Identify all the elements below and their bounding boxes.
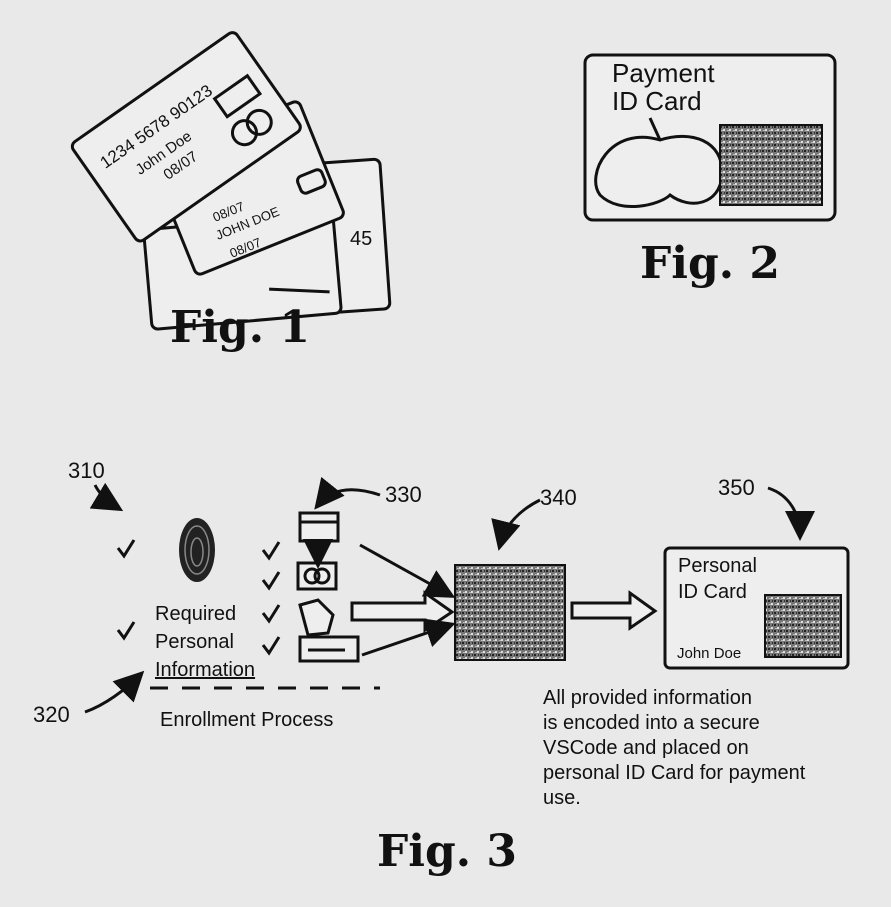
required-line1: Required xyxy=(155,603,236,625)
document-icons xyxy=(296,511,360,663)
checkmarks xyxy=(116,539,281,656)
fig2-payment-id-card: Payment ID Card xyxy=(583,53,837,222)
description-line: All provided information xyxy=(543,687,752,709)
output-arrow xyxy=(570,590,658,631)
vscode-pattern xyxy=(719,124,823,206)
id-card-title1: Personal xyxy=(678,555,757,577)
payment-card-line2: ID Card xyxy=(612,86,702,116)
card2-tag-icon xyxy=(296,168,327,195)
vscode-340 xyxy=(454,564,566,661)
description-line: use. xyxy=(543,787,581,809)
card3-number: 45 xyxy=(350,228,372,250)
description-line: personal ID Card for payment xyxy=(543,762,806,784)
fig3-caption: Fig. 3 xyxy=(377,826,517,877)
apple-icon xyxy=(594,134,724,209)
enrollment-label: Enrollment Process xyxy=(160,709,333,731)
input-arrows xyxy=(350,543,456,657)
ref-350: 350 xyxy=(718,475,755,500)
payment-card-line1: Payment xyxy=(612,58,715,88)
fig1-credit-cards: 1234 5678 90123 John Doe 08/07 08/07 JOH… xyxy=(70,31,392,331)
required-line2: Personal xyxy=(155,631,234,653)
ref-330: 330 xyxy=(385,482,422,507)
id-card-name: John Doe xyxy=(677,645,741,662)
id-card-vscode xyxy=(764,594,842,658)
fingerprint-icon xyxy=(179,518,215,582)
required-line3: Information xyxy=(155,659,255,681)
fig2-caption: Fig. 2 xyxy=(640,238,780,289)
ref-340: 340 xyxy=(540,485,577,510)
description-line: is encoded into a secure xyxy=(543,712,760,734)
description-text: All provided information is encoded into… xyxy=(543,687,806,809)
personal-id-card: Personal ID Card John Doe xyxy=(663,546,850,670)
fig3-enrollment-diagram: 310 320 330 340 350 Required Personal In… xyxy=(33,458,850,809)
id-card-title2: ID Card xyxy=(678,581,747,603)
fig1-caption: Fig. 1 xyxy=(170,302,310,353)
ref-310: 310 xyxy=(68,458,105,483)
ref-320: 320 xyxy=(33,702,70,727)
description-line: VSCode and placed on xyxy=(543,737,749,759)
